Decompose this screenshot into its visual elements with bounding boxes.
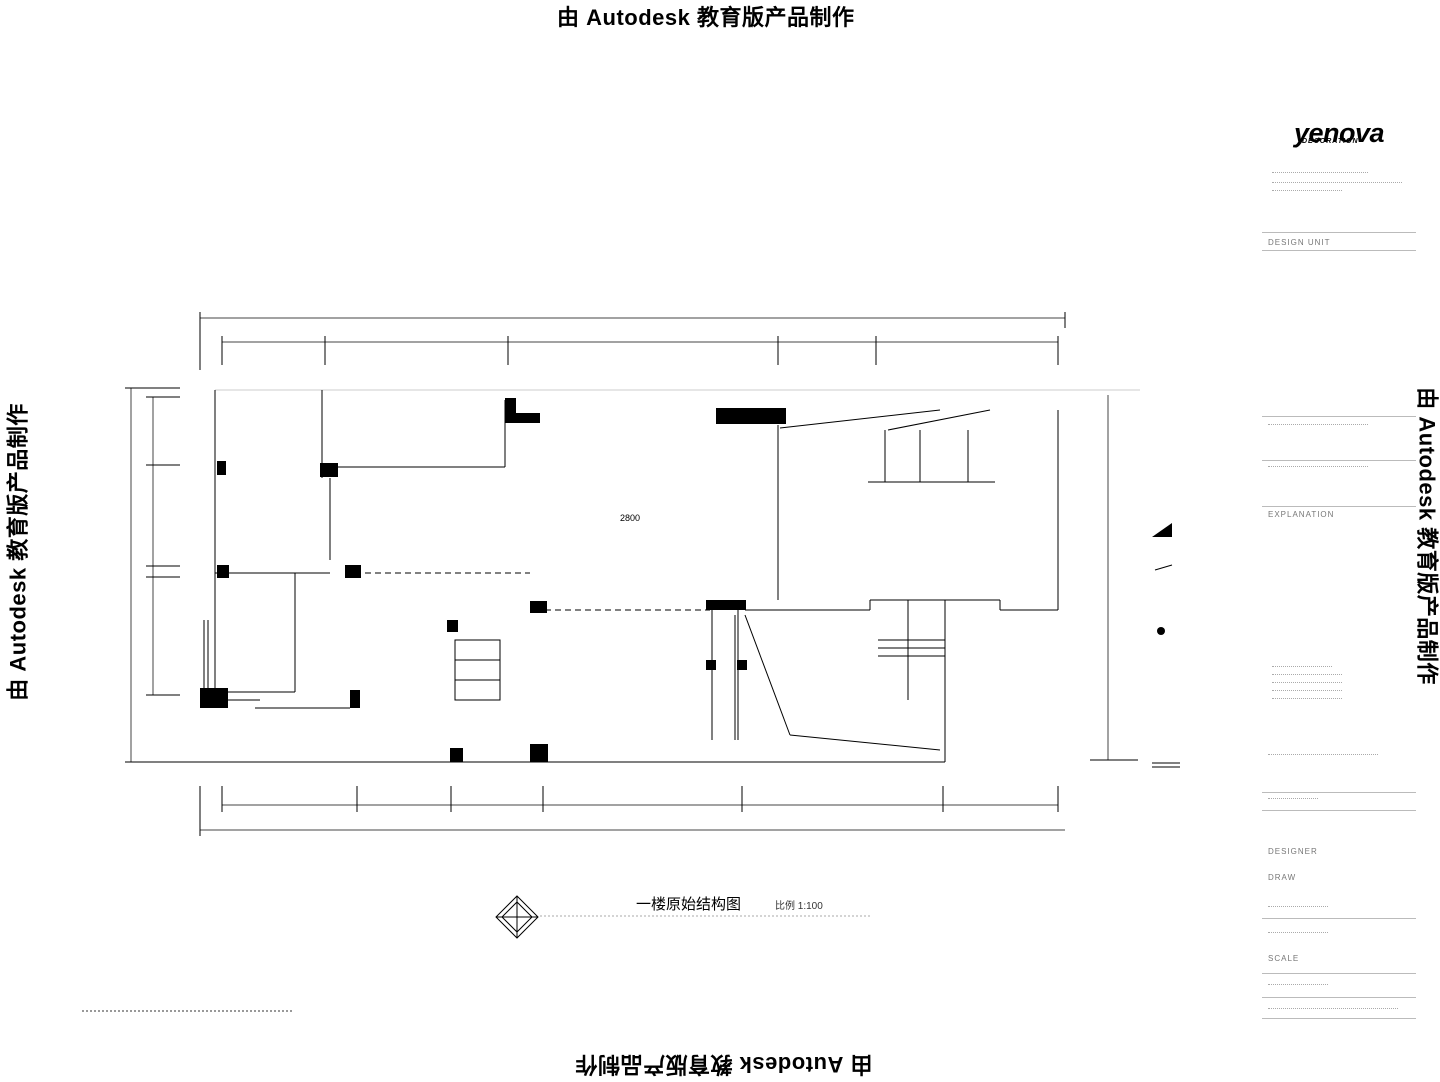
watermark-top: 由 Autodesk 教育版产品制作 — [557, 5, 855, 30]
field-designer: DESIGNER — [1268, 847, 1318, 856]
title-block: yenova DECORATION DESIGN UNIT EXPLANATIO… — [1262, 100, 1418, 1020]
drawing-caption: 一楼原始结构图 — [636, 896, 742, 913]
field-explanation: EXPLANATION — [1268, 510, 1335, 519]
field-design-unit: DESIGN UNIT — [1268, 238, 1331, 247]
field-draw: DRAW — [1268, 873, 1297, 882]
drawing-scale: 比例 1:100 — [775, 901, 823, 912]
company-logo: yenova — [1294, 118, 1385, 148]
company-logo-sub: DECORATION — [1302, 138, 1359, 145]
room-label: 2800 — [620, 513, 641, 523]
field-scale: SCALE — [1268, 954, 1300, 963]
